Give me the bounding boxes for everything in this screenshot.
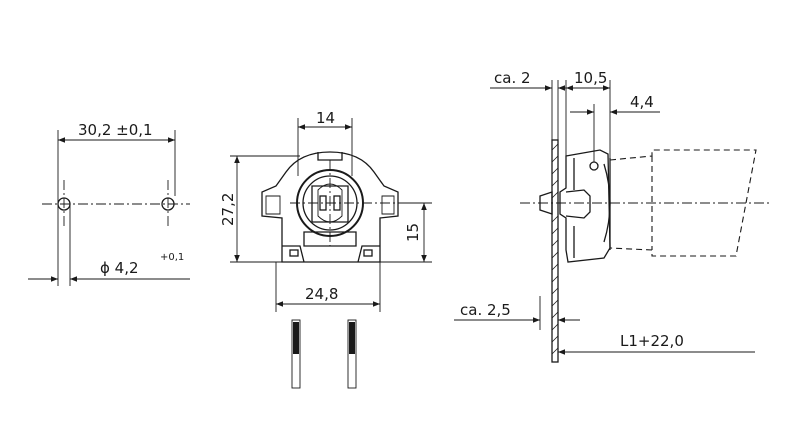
mounting-hole-right xyxy=(161,180,175,228)
diameter-dimension-label: ϕ 4,2 xyxy=(100,259,139,277)
spacing-dimension-label: 30,2 ±0,1 xyxy=(78,121,153,139)
lamp-phantom xyxy=(609,149,757,257)
dim-4-4-label: 4,4 xyxy=(630,93,654,111)
top-width-dimension-label: 14 xyxy=(316,109,335,127)
side-latch xyxy=(539,191,553,215)
dim-10-5-label: 10,5 xyxy=(574,69,607,87)
ca2-5-dimension-label: ca. 2,5 xyxy=(460,301,511,319)
base-width-dimension-label: 24,8 xyxy=(305,285,338,303)
diameter-tolerance-label: +0,1 xyxy=(160,252,184,263)
side-holder-body xyxy=(559,149,611,263)
mounting-plate xyxy=(551,139,559,363)
length-dimension-label: L1+22,0 xyxy=(620,332,684,350)
side-view: ca. 2 10,5 4,4 ca. 2,5 L1+22,0 xyxy=(454,69,770,363)
height-dimension-label: 27,2 xyxy=(219,193,237,226)
holder-body-outline xyxy=(261,151,399,263)
pin-height-dimension-label: 15 xyxy=(404,223,422,242)
wire-left xyxy=(291,319,301,389)
front-view: 14 27,2 15 24,8 xyxy=(219,109,432,389)
wire-right xyxy=(347,319,357,389)
hole-pattern-view: 30,2 ±0,1 ϕ 4,2 +0,1 xyxy=(28,121,190,286)
ca2-dimension-label: ca. 2 xyxy=(494,69,531,87)
